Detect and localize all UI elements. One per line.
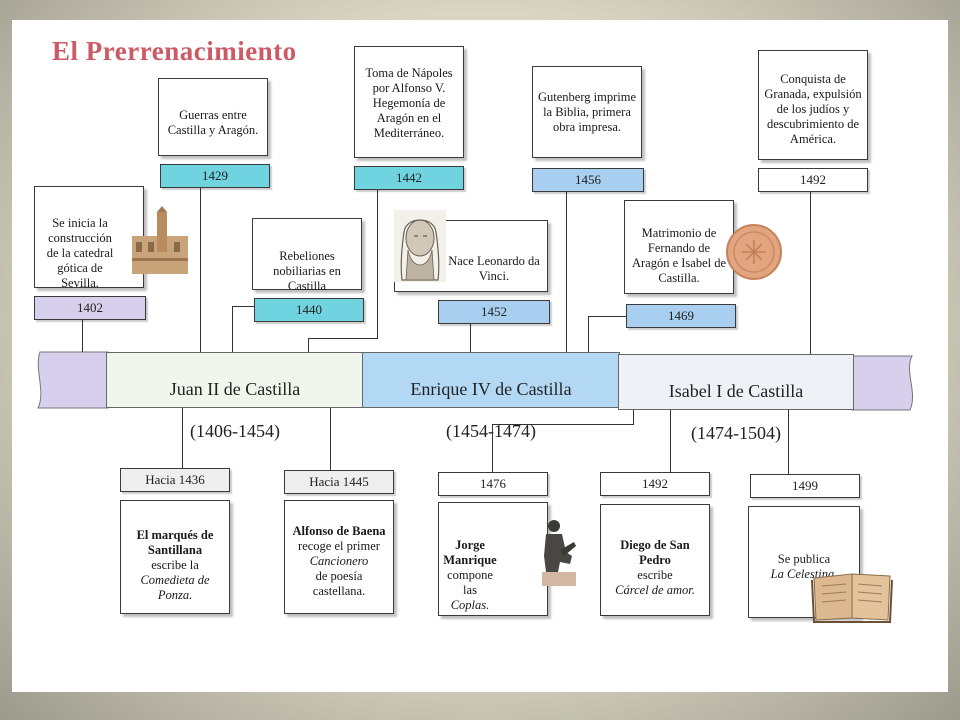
event-box-1492-bottom: Diego de San Pedro escribe Cárcel de amo… — [600, 504, 710, 616]
event-box-1442: Toma de Nápoles por Alfonso V. Hegemonía… — [354, 46, 464, 158]
connector-1442-h — [308, 338, 378, 339]
event-box-1492-top: Conquista de Granada, expulsión de los j… — [758, 50, 868, 160]
year-badge-1476: 1476 — [438, 472, 548, 496]
year-badge-1492-top: 1492 — [758, 168, 868, 192]
reign-isabel-i: Isabel I de Castilla (1474-1504) — [618, 354, 854, 443]
work-title: Cárcel de amor. — [615, 583, 695, 597]
work-title: Cancionero — [309, 554, 369, 568]
statue-icon — [542, 520, 576, 586]
event-text: Guerras entre Castilla y Aragón. — [167, 108, 259, 137]
event-box-1436: El marqués de Santillana escribe la Come… — [120, 500, 230, 614]
event-text: Se inicia la construcción de la catedral… — [46, 216, 114, 290]
year-badge-1469: 1469 — [626, 304, 736, 328]
reign-juan-ii: Juan II de Castilla (1406-1454) — [106, 352, 364, 441]
connector-1442-v2 — [308, 338, 309, 352]
year-badge-1452: 1452 — [438, 300, 550, 324]
connector-1456 — [566, 191, 567, 352]
year-badge-1456: 1456 — [532, 168, 644, 192]
event-text: Matrimonio de Fernando de Aragón e Isabe… — [631, 226, 727, 285]
connector-1429 — [200, 186, 201, 352]
year-badge-1436: Hacia 1436 — [120, 468, 230, 492]
reign-name: Juan II de Castilla — [169, 379, 301, 399]
connector-1440-v — [232, 306, 233, 352]
connector-1476-v1 — [633, 410, 634, 424]
reign-period: (1474-1504) — [691, 423, 781, 443]
event-text: Rebeliones nobiliarias en Castilla — [273, 249, 341, 293]
event-box-1476: Jorge Manrique compone las Coplas. — [438, 502, 548, 616]
event-box-1440: Rebeliones nobiliarias en Castilla — [252, 218, 362, 293]
event-verb: escribe la — [151, 558, 199, 572]
author-name: Alfonso de Baena — [292, 524, 386, 538]
page-title: El Prerrenacimiento — [52, 36, 297, 66]
connector-1476-v2 — [492, 424, 493, 472]
book-icon — [811, 573, 893, 623]
connector-1492-top — [810, 192, 811, 354]
connector-1469-v — [588, 316, 589, 352]
reign-name: Isabel I de Castilla — [668, 381, 804, 401]
reign-enrique-iv: Enrique IV de Castilla (1454-1474) — [362, 352, 620, 441]
event-text: Gutenberg imprime la Biblia, primera obr… — [538, 90, 637, 134]
year-badge-1492-bottom: 1492 — [600, 472, 710, 496]
reign-period: (1454-1474) — [446, 421, 536, 441]
year-badge-1440: 1440 — [254, 298, 364, 322]
event-verb: escribe — [637, 568, 673, 582]
leonardo-portrait-icon — [394, 210, 446, 282]
work-title: Comedieta de Ponza. — [140, 573, 210, 602]
connector-1402 — [82, 318, 83, 352]
connector-1476-h — [492, 424, 634, 425]
event-text: Conquista de Granada, expulsión de los j… — [764, 72, 862, 146]
connector-1436 — [182, 408, 183, 468]
year-badge-1445: Hacia 1445 — [284, 470, 394, 494]
event-box-1445: Alfonso de Baena recoge el primer Cancio… — [284, 500, 394, 614]
event-box-1469: Matrimonio de Fernando de Aragón e Isabe… — [624, 200, 734, 294]
year-badge-1442: 1442 — [354, 166, 464, 190]
year-badge-1402: 1402 — [34, 296, 146, 320]
event-verb: recoge el primer — [298, 539, 380, 553]
year-badge-1499: 1499 — [750, 474, 860, 498]
event-detail: de poesía castellana. — [312, 569, 366, 598]
author-name: Diego de San Pedro — [620, 538, 690, 567]
event-text: Toma de Nápoles por Alfonso V. Hegemonía… — [365, 66, 453, 140]
reign-name: Enrique IV de Castilla — [410, 379, 572, 399]
connector-1492-bottom — [670, 410, 671, 472]
connector-1442-v — [377, 188, 378, 338]
work-title: Coplas. — [450, 598, 490, 612]
event-box-1429: Guerras entre Castilla y Aragón. — [158, 78, 268, 156]
author-name: Jorge Manrique — [443, 538, 497, 567]
connector-1499 — [788, 410, 789, 474]
author-name: El marqués de Santillana — [136, 528, 214, 557]
event-box-1402: Se inicia la construcción de la catedral… — [34, 186, 144, 290]
event-box-1456: Gutenberg imprime la Biblia, primera obr… — [532, 66, 642, 158]
connector-1445 — [330, 408, 331, 470]
event-verb: Se publica — [777, 552, 831, 566]
year-badge-1429: 1429 — [160, 164, 270, 188]
connector-1452 — [470, 323, 471, 352]
coin-icon — [726, 224, 782, 280]
connector-1469-h — [588, 316, 628, 317]
reign-period: (1406-1454) — [190, 421, 280, 441]
connector-1440-h — [232, 306, 256, 307]
event-text: Nace Leonardo da Vinci. — [448, 254, 540, 283]
cathedral-icon — [132, 206, 188, 274]
event-verb: compone las — [447, 568, 493, 597]
